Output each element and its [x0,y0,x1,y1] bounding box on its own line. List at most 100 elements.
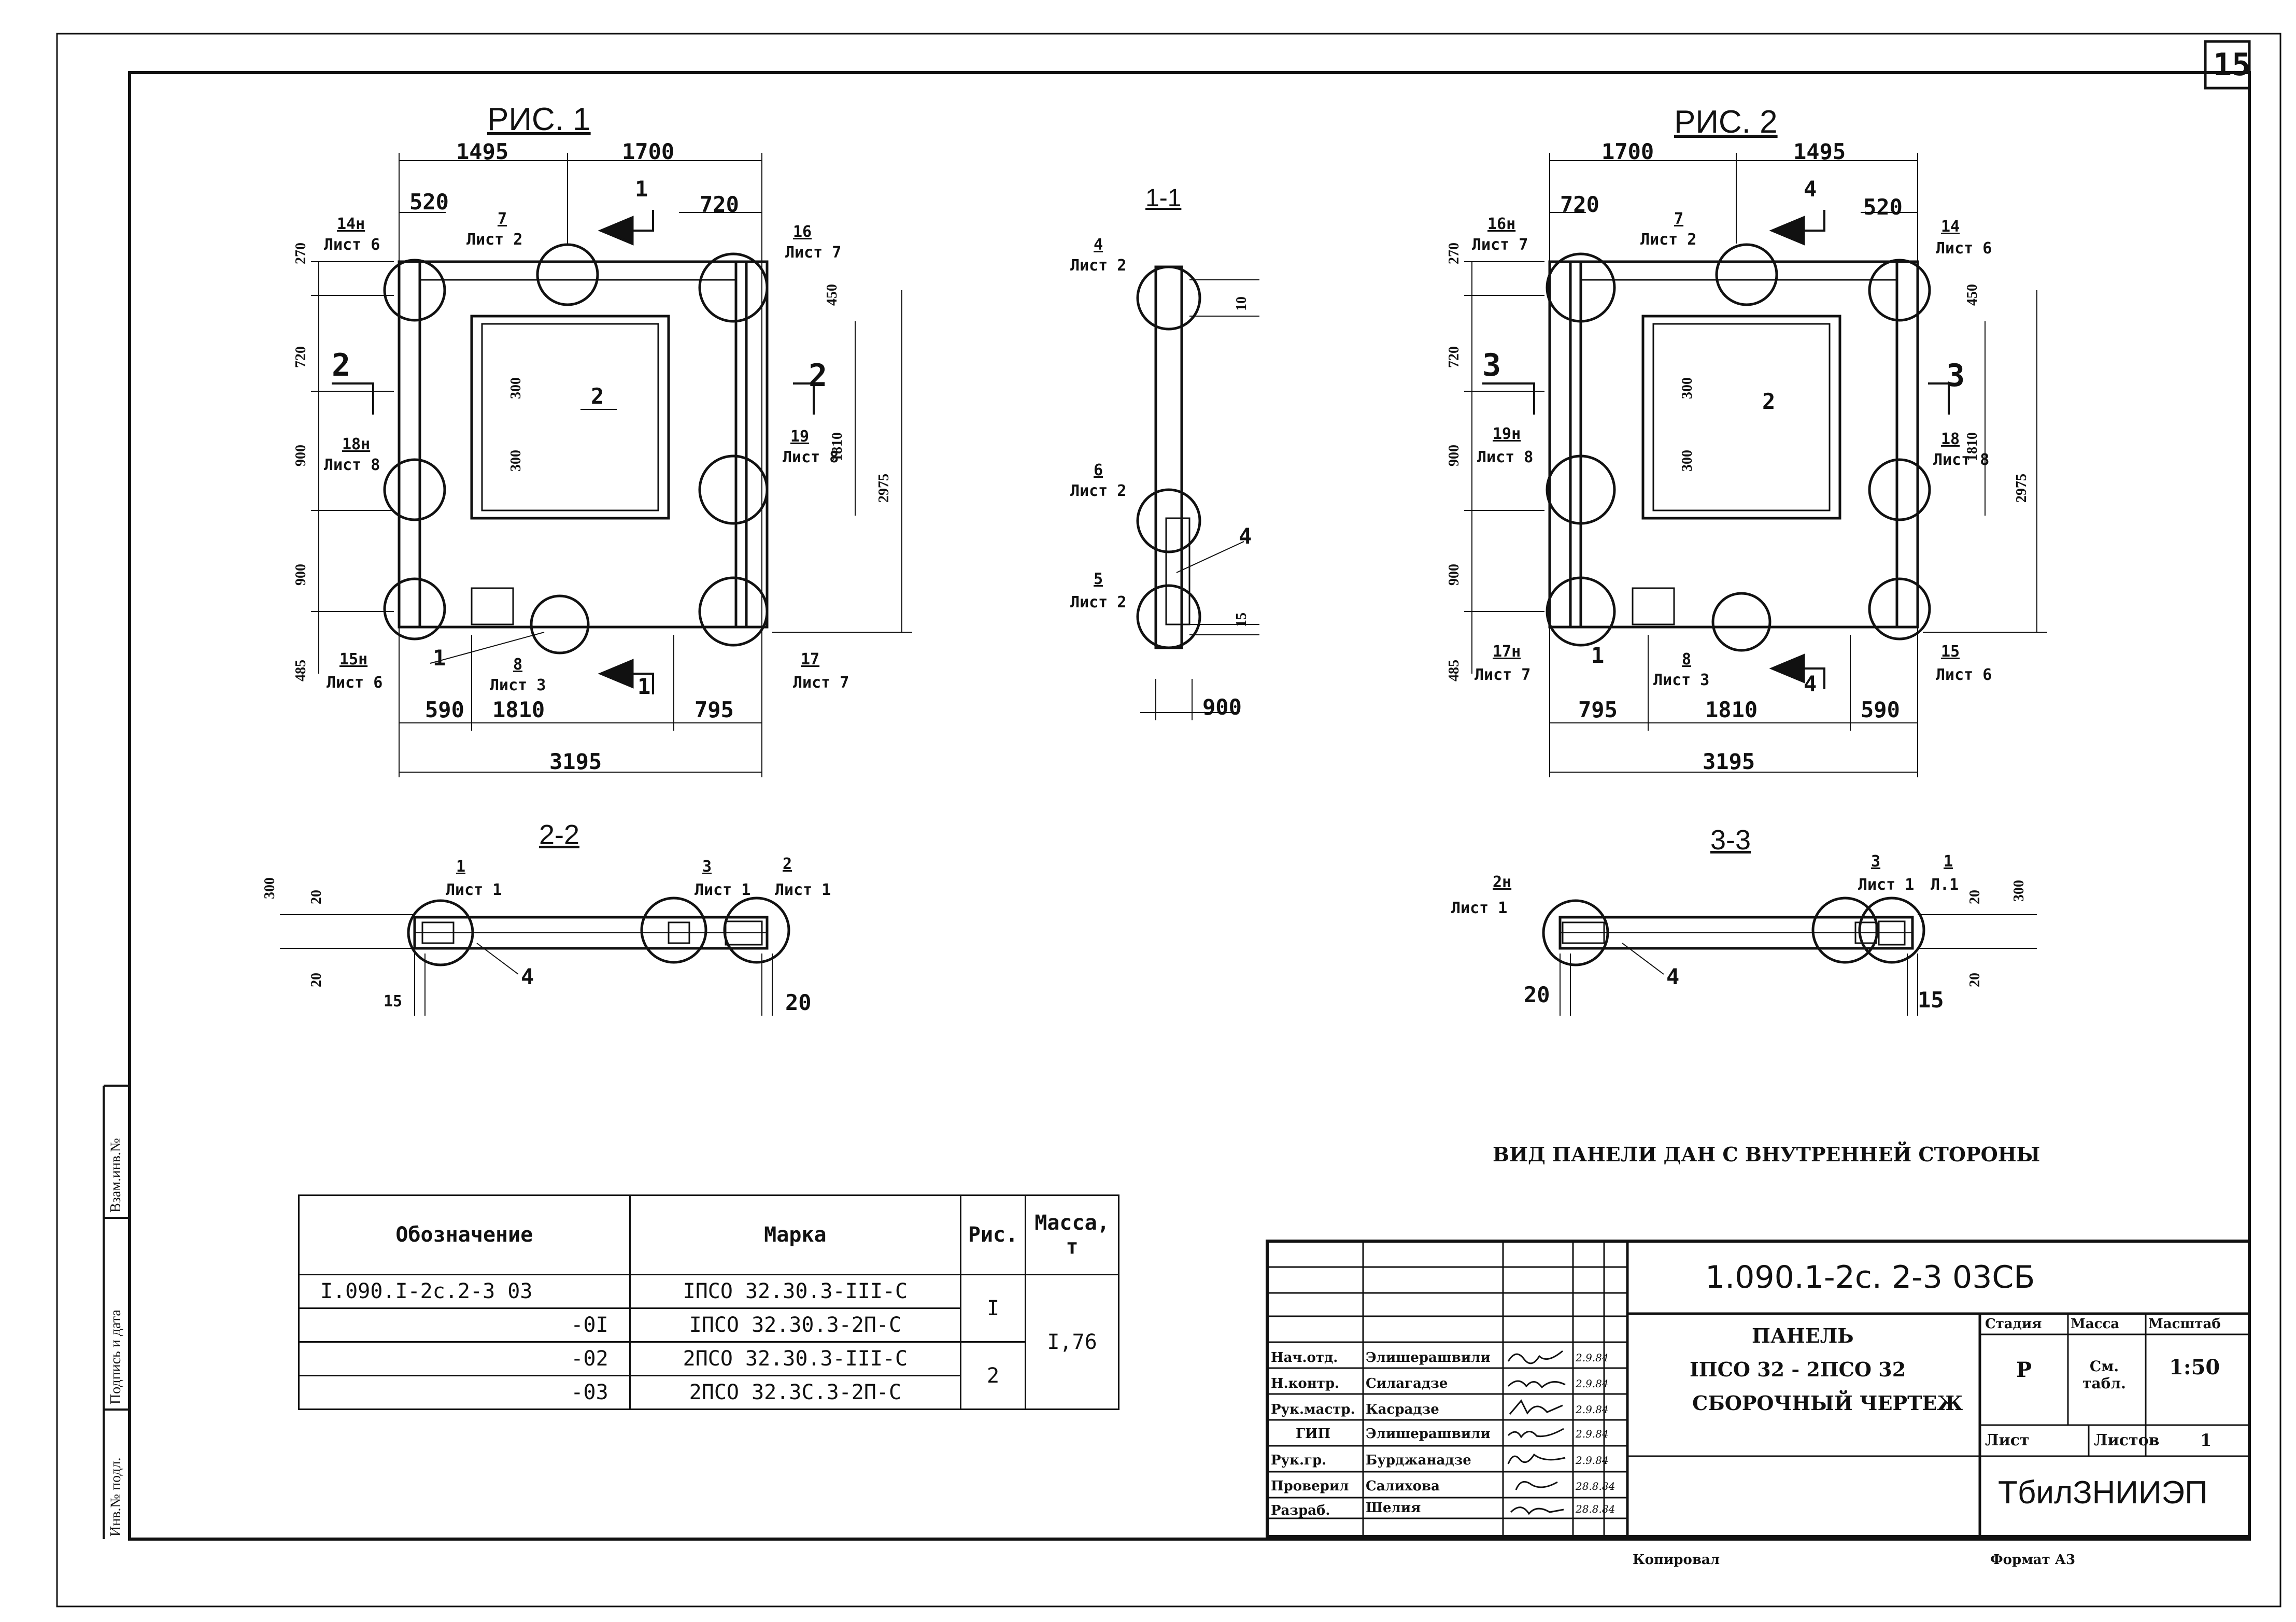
callout-num: 14н [337,215,365,233]
callout-sheet: Лист 2 [1640,231,1697,249]
cell-fig: 2 [960,1341,1027,1410]
stamp-signature-date: Подпись и дата [108,1310,124,1404]
dim: 1700 [622,139,675,164]
callout-num: 8 [513,656,523,674]
dim: 300 [262,877,278,899]
table-row: -02 2ПСО 32.30.3-III-С 2 [298,1341,1119,1410]
fig2-title: РИС. 2 [1674,104,1778,140]
callout-num: 16 [793,223,812,241]
callout-sheet: Лист 3 [1653,671,1710,689]
callout-sheet: Лист 2 [466,231,523,249]
section-marker: 4 [1804,176,1817,202]
part-label: 1 [433,645,446,671]
callout-sheet: Лист 1 [1451,899,1508,917]
section-marker: 3 [1482,347,1501,383]
dim: 270 [1446,243,1462,264]
stamp-replaced-inv: Взам.инв.№ [108,1138,124,1213]
callout-sheet: Лист 7 [793,674,849,692]
stage-label: Стадия [1985,1316,2042,1332]
sheets-label: Листов [2094,1431,2160,1449]
section-marker: 2 [332,347,351,383]
callout-num: 7 [1674,210,1684,228]
callout-num: 1 [456,858,466,876]
signature [1515,1481,1558,1490]
signature [1510,1506,1564,1515]
dim: 720 [1446,346,1462,368]
cell-code: -0I [298,1307,631,1343]
part-label: 2 [591,383,604,409]
dim: 10 [1234,296,1250,311]
mass-value: См. табл. [2082,1358,2126,1392]
role: Разраб. [1271,1503,1330,1518]
callout-num: 16н [1487,215,1516,233]
part-label: 4 [521,964,534,989]
callout-sheet: Лист 1 [446,881,502,899]
cell-code: -02 [298,1341,631,1376]
callout-sheet: Лист 6 [1936,666,1992,684]
dim: 2975 [876,474,892,503]
fig1-title: РИС. 1 [487,102,591,137]
sign-date: 2.9.84 [1576,1403,1609,1416]
callout-sheet: Лист 7 [1475,666,1531,684]
dim: 300 [1679,450,1695,472]
signature [1507,1453,1566,1464]
dim: 1810 [1705,697,1758,722]
dim: 15 [1918,987,1944,1013]
cell-mark: IПСО 32.30.3-2П-С [629,1307,962,1343]
scale-value: 1:50 [2169,1355,2220,1379]
dim: 520 [409,189,449,215]
view-note: ВИД ПАНЕЛИ ДАН С ВНУТРЕННЕЙ СТОРОНЫ [1493,1143,2040,1166]
callout-num: 3 [702,858,712,876]
section-2-2 [280,897,790,1016]
signature [1507,1380,1566,1389]
signature [1507,1350,1563,1364]
stage-value: Р [2016,1358,2032,1382]
dim: 300 [508,377,524,399]
dim: 20 [1524,982,1550,1007]
callout-sheet: Лист 3 [490,676,546,694]
title-block-frame [1266,1240,2251,1538]
callout-num: 1 [1944,852,1953,871]
part-label: 4 [1666,964,1680,989]
sign-date: 28.8.84 [1576,1503,1615,1515]
callout-sheet: Лист 2 [1070,257,1127,275]
dim: 795 [695,697,734,722]
footer-format: Формат А3 [1990,1552,2076,1568]
dim: 720 [293,346,309,368]
section-2-2-title: 2-2 [539,819,580,850]
sign-date: 2.9.84 [1576,1351,1609,1364]
callout-sheet: Лист 1 [775,881,831,899]
callout-sheet: Лист 6 [1936,239,1992,258]
person-name: Салихова [1366,1478,1440,1494]
callout-num: 7 [498,210,507,228]
role: Нач.отд. [1271,1350,1338,1365]
callout-sheet: Лист 8 [324,456,380,474]
role: ГИП [1296,1426,1331,1442]
section-marker: 1 [635,176,648,202]
dim: 900 [1202,694,1242,720]
part-label: 1 [1591,643,1605,668]
table-row: I.090.I-2c.2-3 03 IПСО 32.30.3-III-С I I… [298,1274,1119,1410]
dim: 795 [1578,697,1618,722]
callout-num: 2 [783,855,792,873]
footer-copied: Копировал [1633,1552,1720,1568]
dim: 20 [1967,890,1983,904]
callout-num: 19н [1493,425,1521,443]
person-name: Касрадзе [1366,1402,1439,1417]
document-code: 1.090.1-2с. 2-3 03СБ [1705,1259,2035,1296]
callout-num: 2н [1493,873,1512,891]
dim: 1495 [456,139,509,164]
part-label: 2 [1762,389,1776,414]
callout-sheet: Лист 6 [324,236,380,254]
dim: 20 [308,890,324,904]
dim: 900 [293,445,309,466]
fig2-panel [1464,153,2047,777]
dim: 520 [1863,194,1903,220]
dim: 485 [1446,660,1462,681]
dim: 300 [2011,880,2027,902]
callout-sheet: Лист 7 [1472,236,1528,254]
dim: 1700 [1601,139,1654,164]
part-label: 4 [1239,523,1252,549]
callout-sheet: Лист 1 [1858,876,1915,894]
signature [1509,1399,1563,1415]
